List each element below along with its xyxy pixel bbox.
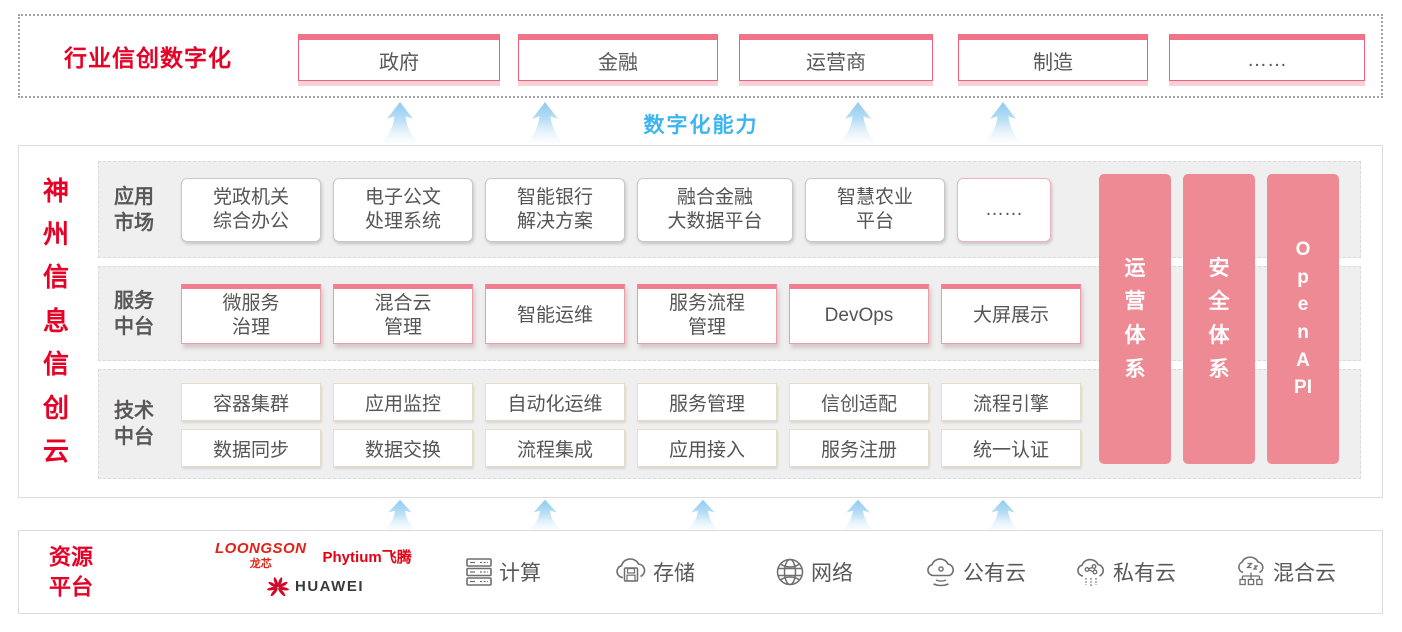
app-market-label: 应用 市场 (114, 185, 154, 234)
tech-box-process-engine: 流程引擎 (941, 383, 1081, 421)
app-box-more: …… (957, 177, 1051, 242)
tech-box-app-monitoring: 应用监控 (333, 383, 473, 421)
resource-item-private-cloud: 私有云 (1074, 556, 1176, 588)
svc-box-service-flow: 服务流程 管理 (637, 283, 777, 344)
loongson-cn-text: 龙芯 (249, 558, 272, 570)
industry-banner: 行业信创数字化 政府 金融 运营商 制造 …… (18, 14, 1383, 98)
storage-icon (616, 558, 646, 582)
app-market-row: 应用 市场 党政机关 综合办公 电子公文 处理系统 智能银行 解决方案 融合金融… (98, 161, 1361, 258)
resource-item-public-cloud: 公有云 (924, 556, 1026, 588)
resource-item-hybrid-cloud: 混合云 (1234, 556, 1336, 588)
industry-banner-title: 行业信创数字化 (64, 45, 232, 71)
loongson-logo-text: LOONGSON (215, 540, 307, 557)
resource-item-label: 网络 (811, 562, 853, 585)
tech-box-automation-ops: 自动化运维 (485, 383, 625, 421)
up-arrow-icon (985, 499, 1021, 531)
resource-item-label: 公有云 (963, 562, 1026, 585)
resource-item-compute: 计算 (464, 556, 541, 588)
tech-box-service-registry: 服务注册 (789, 429, 929, 467)
app-box-edoc-system: 电子公文 处理系统 (333, 177, 473, 242)
up-arrow-icon (840, 499, 876, 531)
huawei-flower-icon (267, 577, 289, 596)
tech-platform-row: 技术 中台 容器集群 应用监控 自动化运维 服务管理 信创适配 流程引擎 数据同… (98, 369, 1361, 479)
app-box-finance-bigdata: 融合金融 大数据平台 (637, 177, 793, 242)
svc-box-aiops: 智能运维 (485, 283, 625, 344)
operation-system-bar: 运营体系 (1099, 174, 1171, 464)
resource-platform-title: 资源 平台 (49, 544, 94, 599)
tech-box-xc-adaptation: 信创适配 (789, 383, 929, 421)
open-api-bar-label: Open API (1294, 239, 1312, 399)
tech-box-service-mgmt: 服务管理 (637, 383, 777, 421)
digital-capability-label: 数字化能力 (643, 114, 759, 137)
cloud-platform-panel: 神州信息信创云 应用 市场 党政机关 综合办公 电子公文 处理系统 智能银行 解… (18, 145, 1383, 498)
svc-box-hybrid-cloud-mgmt: 混合云 管理 (333, 283, 473, 344)
tech-box-unified-auth: 统一认证 (941, 429, 1081, 467)
vendor-logos: LOONGSON 龙芯 Phytium飞腾 (215, 540, 465, 596)
industry-box-more: …… (1169, 34, 1365, 81)
tech-box-data-exchange: 数据交换 (333, 429, 473, 467)
operation-system-bar-label: 运营体系 (1124, 256, 1146, 381)
industry-box-finance: 金融 (518, 34, 718, 81)
platform-title: 神州信息信创云 (42, 175, 69, 467)
app-box-smart-banking: 智能银行 解决方案 (485, 177, 625, 242)
tech-box-app-access: 应用接入 (637, 429, 777, 467)
hybrid-cloud-icon (1238, 556, 1264, 586)
resource-platform-panel: 资源 平台 LOONGSON 龙芯 Phytium飞腾 (18, 530, 1383, 614)
up-arrow-icon (685, 499, 721, 531)
service-platform-label: 服务 中台 (114, 289, 154, 338)
svc-box-devops: DevOps (789, 283, 929, 344)
security-system-bar-label: 安全体系 (1208, 256, 1230, 381)
phytium-logo-text: Phytium飞腾 (322, 549, 412, 566)
open-api-bar: Open API (1267, 174, 1339, 464)
network-icon (776, 558, 804, 586)
tech-platform-label: 技术 中台 (114, 400, 154, 448)
app-box-smart-agriculture: 智慧农业 平台 (805, 177, 945, 242)
loongson-logo: LOONGSON 龙芯 (215, 540, 307, 571)
resource-item-storage: 存储 (614, 556, 695, 588)
resource-item-label: 存储 (653, 562, 695, 585)
svc-box-microservice: 微服务 治理 (181, 283, 321, 344)
huawei-logo-text: HUAWEI (295, 577, 364, 595)
tech-box-container-cluster: 容器集群 (181, 383, 321, 421)
resource-item-label: 混合云 (1273, 562, 1336, 585)
public-cloud-icon (927, 558, 954, 587)
tech-box-process-integration: 流程集成 (485, 429, 625, 467)
service-platform-row: 服务 中台 微服务 治理 混合云 管理 智能运维 服务流程 管理 DevOps … (98, 266, 1361, 361)
industry-box-manufacturing: 制造 (958, 34, 1148, 81)
up-arrow-icon (839, 102, 877, 143)
svc-box-dashboard: 大屏展示 (941, 283, 1081, 344)
up-arrow-icon (984, 102, 1022, 143)
resource-item-label: 私有云 (1113, 562, 1176, 585)
private-cloud-icon (1077, 558, 1104, 586)
huawei-logo: HUAWEI (267, 576, 465, 596)
compute-icon (466, 558, 492, 586)
resource-item-label: 计算 (499, 562, 541, 585)
app-box-gov-office: 党政机关 综合办公 (181, 177, 321, 242)
industry-box-government: 政府 (298, 34, 500, 81)
tech-box-data-sync: 数据同步 (181, 429, 321, 467)
up-arrow-icon (382, 499, 418, 531)
security-system-bar: 安全体系 (1183, 174, 1255, 464)
up-arrow-icon (526, 102, 564, 143)
industry-box-telecom: 运营商 (739, 34, 933, 81)
up-arrow-icon (381, 102, 419, 143)
up-arrow-icon (527, 499, 563, 531)
resource-item-network: 网络 (774, 556, 853, 588)
